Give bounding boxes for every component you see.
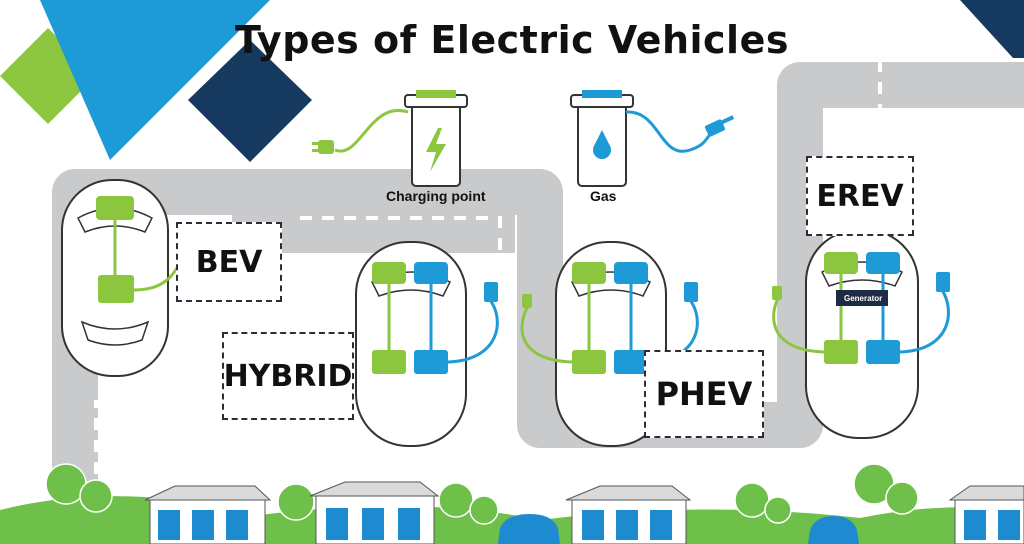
phev-label: PHEV [644,350,764,438]
battery-icon [98,275,134,303]
page-title: Types of Electric Vehicles [235,18,789,62]
electric-motor-icon [824,252,858,274]
lightning-bolt-icon [426,128,446,172]
electric-motor-icon [572,262,606,284]
battery-icon [824,340,858,364]
fuel-nozzle-icon [936,272,950,292]
road-dashes [94,58,1024,540]
fuel-hose [625,110,714,153]
decor-navy-diamond [188,40,312,162]
charge-port-plug-icon [522,294,532,308]
charging-cable [334,108,409,153]
decor-navy-corner [960,0,1024,70]
electric-motor-icon [96,196,134,220]
erev-car [772,229,950,439]
fuel-tank-icon [614,350,648,374]
gas-label: Gas [590,188,617,204]
charging-point-station [312,90,468,187]
fuel-tank-icon [414,350,448,374]
electric-motor-icon [372,262,406,284]
phev-car [520,241,699,447]
engine-icon [414,262,448,284]
small-cars [498,514,859,544]
bev-car [61,179,192,377]
gas-station [570,90,735,187]
engine-icon [866,252,900,274]
erev-label: EREV [806,156,914,236]
fuel-nozzle-icon [704,115,735,137]
hybrid-label: HYBRID [222,332,354,420]
plug-icon [312,140,334,154]
battery-icon [572,350,606,374]
fuel-tank-icon [866,340,900,364]
fuel-nozzle-icon [484,282,498,302]
engine-icon [614,262,648,284]
fuel-nozzle-icon [684,282,698,302]
decor-blue-triangle [40,0,270,160]
hybrid-car [355,241,499,447]
charge-port-plug-icon [772,286,782,300]
bev-label: BEV [176,222,282,302]
battery-icon [372,350,406,374]
generator-label: Generator [840,292,887,305]
trees [45,463,919,525]
charging-point-label: Charging point [386,188,486,204]
houses [144,481,1024,544]
